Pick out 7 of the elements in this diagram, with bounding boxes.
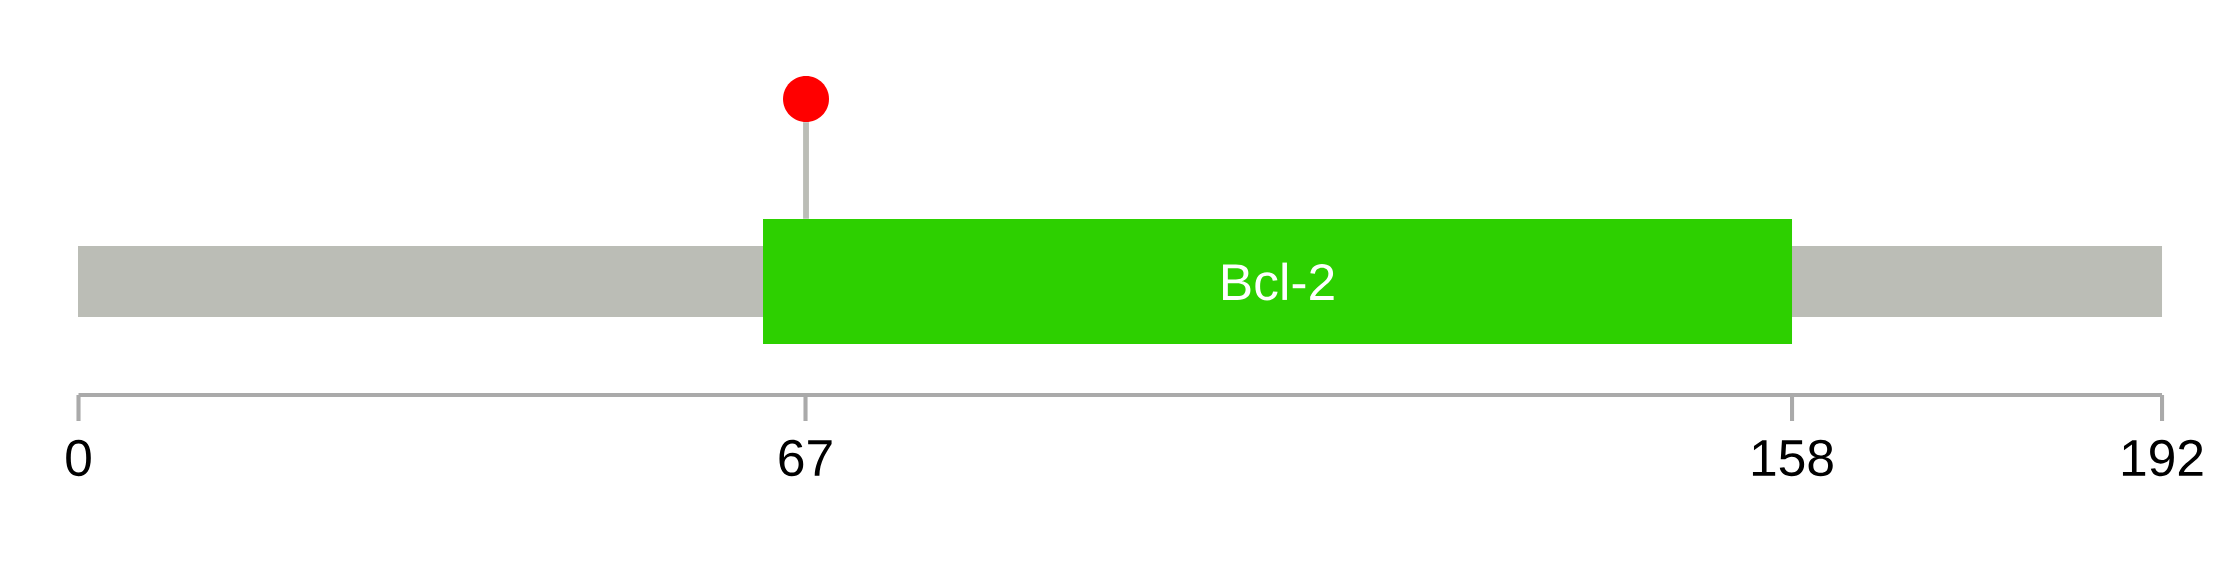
domain-box: Bcl-2: [763, 219, 1792, 344]
lollipop-stem: [803, 122, 809, 219]
tick-label: 67: [779, 439, 832, 477]
tick-label: 192: [2122, 439, 2203, 477]
tick-label: 158: [1752, 439, 1833, 477]
lollipop-circle: [783, 76, 829, 122]
tick-label: 0: [66, 439, 91, 477]
